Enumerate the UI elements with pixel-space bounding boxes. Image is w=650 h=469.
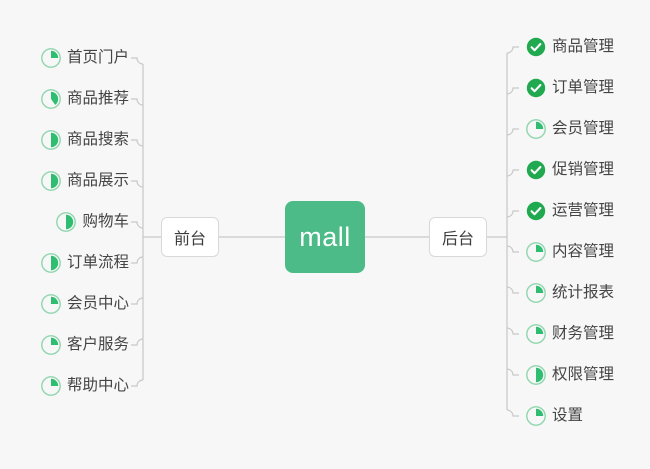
pie-progress-icon bbox=[526, 242, 546, 262]
pie-progress-icon bbox=[526, 283, 546, 303]
branch-node-backend[interactable]: 后台 bbox=[429, 217, 487, 257]
leaf-item-backend-3[interactable]: 促销管理 bbox=[526, 157, 614, 183]
leaf-item-label: 统计报表 bbox=[552, 284, 615, 301]
leaf-item-backend-0[interactable]: 商品管理 bbox=[526, 34, 614, 60]
leaf-item-label: 帮助中心 bbox=[66, 377, 129, 394]
leaf-item-label: 会员中心 bbox=[66, 295, 129, 312]
pie-progress-icon bbox=[526, 406, 546, 426]
leaf-item-label: 商品管理 bbox=[552, 38, 615, 55]
check-circle-icon bbox=[526, 78, 546, 98]
pie-progress-icon bbox=[41, 130, 61, 150]
branch-node-label: 前台 bbox=[173, 231, 206, 248]
leaf-item-label: 内容管理 bbox=[552, 243, 615, 260]
leaf-item-frontend-7[interactable]: 客户服务 bbox=[41, 332, 129, 358]
leaf-item-frontend-1[interactable]: 商品推荐 bbox=[41, 86, 129, 112]
leaf-item-label: 首页门户 bbox=[66, 49, 129, 66]
pie-progress-icon bbox=[41, 171, 61, 191]
leaf-item-label: 财务管理 bbox=[552, 325, 615, 342]
pie-progress-icon bbox=[41, 335, 61, 355]
pie-progress-icon bbox=[526, 324, 546, 344]
check-circle-icon bbox=[526, 201, 546, 221]
leaf-item-backend-1[interactable]: 订单管理 bbox=[526, 75, 614, 101]
leaf-item-frontend-2[interactable]: 商品搜索 bbox=[41, 127, 129, 153]
leaf-item-frontend-4[interactable]: 购物车 bbox=[56, 209, 129, 235]
leaf-item-backend-8[interactable]: 权限管理 bbox=[526, 362, 614, 388]
pie-progress-icon bbox=[41, 48, 61, 68]
pie-progress-icon bbox=[41, 376, 61, 396]
leaf-item-label: 购物车 bbox=[82, 213, 129, 230]
leaf-item-frontend-8[interactable]: 帮助中心 bbox=[41, 373, 129, 399]
leaf-item-frontend-3[interactable]: 商品展示 bbox=[41, 168, 129, 194]
leaf-item-label: 商品搜索 bbox=[66, 131, 129, 148]
check-circle-icon bbox=[526, 37, 546, 57]
leaf-item-backend-5[interactable]: 内容管理 bbox=[526, 239, 614, 265]
leaf-item-backend-2[interactable]: 会员管理 bbox=[526, 116, 614, 142]
leaf-item-label: 商品推荐 bbox=[66, 90, 129, 107]
leaf-item-label: 订单流程 bbox=[66, 254, 129, 271]
pie-progress-icon bbox=[41, 89, 61, 109]
leaf-item-label: 运营管理 bbox=[552, 202, 615, 219]
leaf-item-label: 促销管理 bbox=[552, 161, 615, 178]
pie-progress-icon bbox=[41, 294, 61, 314]
leaf-item-label: 权限管理 bbox=[552, 366, 615, 383]
pie-progress-icon bbox=[526, 119, 546, 139]
check-circle-icon bbox=[526, 160, 546, 180]
leaf-item-label: 商品展示 bbox=[66, 172, 129, 189]
leaf-item-label: 订单管理 bbox=[552, 79, 615, 96]
branch-node-label: 后台 bbox=[441, 231, 474, 248]
pie-progress-icon bbox=[56, 212, 77, 232]
branch-node-frontend[interactable]: 前台 bbox=[161, 217, 219, 257]
root-node-label: mall bbox=[299, 221, 351, 252]
root-node-mall[interactable]: mall bbox=[285, 201, 365, 273]
pie-progress-icon bbox=[526, 365, 546, 385]
leaf-item-frontend-5[interactable]: 订单流程 bbox=[41, 250, 129, 276]
leaf-item-frontend-0[interactable]: 首页门户 bbox=[41, 45, 129, 71]
leaf-item-label: 会员管理 bbox=[552, 120, 615, 137]
pie-progress-icon bbox=[41, 253, 61, 273]
leaf-item-label: 客户服务 bbox=[66, 336, 129, 353]
leaf-item-label: 设置 bbox=[552, 407, 584, 424]
leaf-item-frontend-6[interactable]: 会员中心 bbox=[41, 291, 129, 317]
leaf-item-backend-4[interactable]: 运营管理 bbox=[526, 198, 614, 224]
leaf-item-backend-9[interactable]: 设置 bbox=[526, 403, 583, 429]
leaf-item-backend-7[interactable]: 财务管理 bbox=[526, 321, 614, 347]
leaf-item-backend-6[interactable]: 统计报表 bbox=[526, 280, 614, 306]
